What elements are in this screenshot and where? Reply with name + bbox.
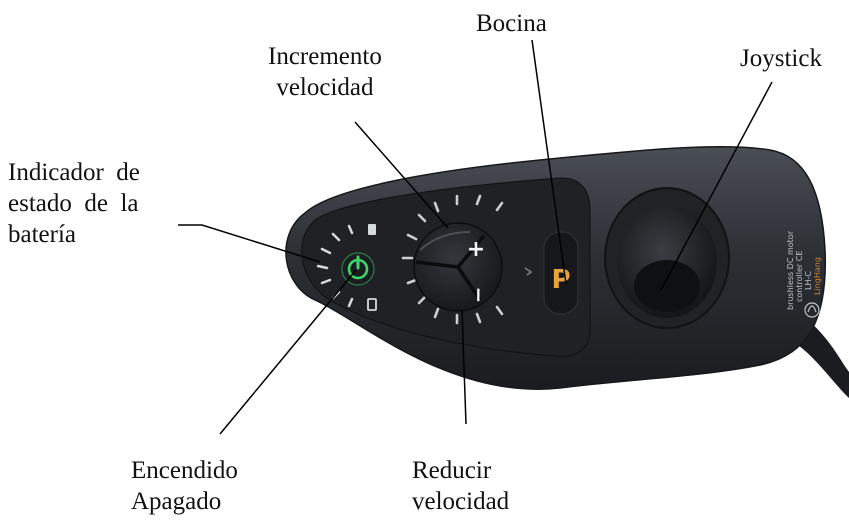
label-battery-line-2: estado de la bbox=[8, 190, 139, 217]
speed-down-symbol: − bbox=[467, 287, 491, 304]
separator-mark bbox=[524, 267, 533, 276]
brand-line-2: controller CE bbox=[795, 251, 804, 302]
label-battery-line-3: batería bbox=[8, 221, 77, 248]
brand-line-1: brushless DC motor bbox=[786, 230, 795, 310]
joystick bbox=[604, 187, 730, 329]
brand-line-3: LH-C bbox=[804, 271, 813, 290]
brand-text: brushless DC motor controller CE LH-C Li… bbox=[786, 230, 822, 310]
horn-symbol: P bbox=[551, 265, 570, 295]
speed-dial-ticks bbox=[401, 194, 504, 325]
label-speed-up-line-1: Incremento bbox=[268, 43, 382, 70]
speed-up-symbol: + bbox=[467, 237, 485, 262]
speed-knob bbox=[413, 222, 503, 312]
label-joystick: Joystick bbox=[740, 45, 822, 72]
leader-speed-down bbox=[461, 309, 467, 425]
leader-horn bbox=[531, 39, 567, 285]
label-speed-down-line-2: velocidad bbox=[412, 488, 510, 515]
label-power-line-1: Encendido bbox=[131, 457, 238, 484]
cable bbox=[798, 315, 849, 398]
label-speed-up-line-2: velocidad bbox=[276, 74, 374, 101]
label-speed-down-line-1: Reducir bbox=[412, 457, 492, 484]
label-horn: Bocina bbox=[476, 10, 547, 37]
battery-empty-icon bbox=[367, 298, 377, 311]
brand-logo-icon bbox=[804, 302, 820, 318]
leader-power bbox=[219, 269, 357, 435]
leader-speed-up bbox=[354, 121, 449, 229]
leader-joystick bbox=[660, 81, 773, 291]
leader-lines bbox=[178, 39, 773, 435]
horn-button bbox=[543, 231, 579, 315]
label-speed-down: Reducir velocidad bbox=[412, 455, 509, 517]
battery-full-icon bbox=[368, 224, 376, 235]
label-speed-up: Incremento velocidad bbox=[268, 41, 382, 103]
label-battery-indicator: Indicador de estado de la batería bbox=[8, 157, 192, 250]
brand-line-4: LingHang bbox=[813, 257, 822, 295]
label-battery-line-1: Indicador de bbox=[8, 159, 140, 186]
label-power-line-2: Apagado bbox=[131, 488, 222, 515]
label-power: Encendido Apagado bbox=[131, 455, 238, 517]
leader-battery bbox=[178, 224, 321, 263]
